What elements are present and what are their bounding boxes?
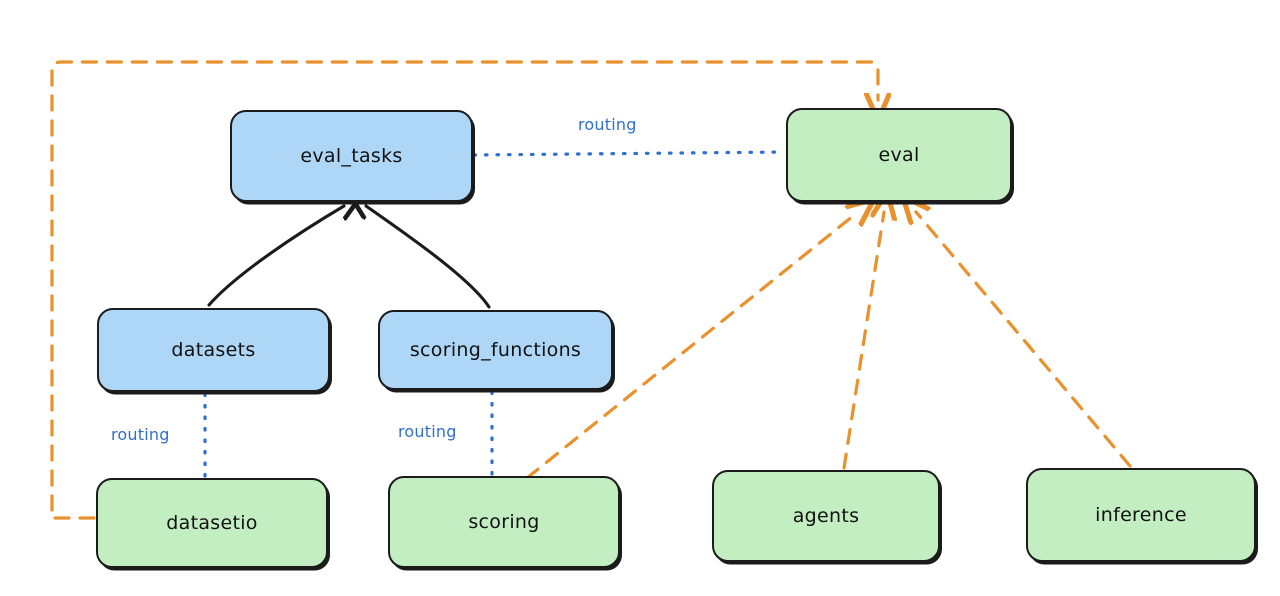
node-label-inference: inference bbox=[1095, 503, 1187, 526]
edge-inference-to-eval-dependency bbox=[916, 212, 1132, 468]
node-label-agents: agents bbox=[792, 504, 860, 527]
edge-label-routing-scoring-functions-scoring: routing bbox=[398, 422, 457, 441]
node-eval[interactable]: eval bbox=[786, 108, 1012, 202]
edge-label-routing-datasets-datasetio: routing bbox=[111, 425, 170, 444]
node-inference[interactable]: inference bbox=[1026, 468, 1256, 562]
edge-scoring-functions-to-eval-tasks bbox=[366, 206, 491, 309]
node-scoring[interactable]: scoring bbox=[388, 476, 620, 568]
node-label-eval: eval bbox=[878, 143, 920, 166]
edge-label-routing-eval-tasks-eval: routing bbox=[578, 115, 637, 134]
node-eval-tasks[interactable]: eval_tasks bbox=[230, 110, 473, 202]
node-scoring-functions[interactable]: scoring_functions bbox=[378, 310, 613, 390]
node-datasetio[interactable]: datasetio bbox=[96, 478, 328, 568]
node-label-scoring: scoring bbox=[468, 510, 540, 533]
node-label-datasets: datasets bbox=[171, 338, 256, 361]
node-label-scoring-functions: scoring_functions bbox=[409, 338, 582, 361]
edge-agents-to-eval-dependency bbox=[842, 212, 884, 470]
edge-datasets-to-eval-tasks bbox=[207, 206, 344, 307]
node-label-datasetio: datasetio bbox=[166, 511, 258, 534]
node-label-eval-tasks: eval_tasks bbox=[300, 144, 403, 167]
edge-eval-tasks-to-eval-routing bbox=[472, 150, 786, 157]
node-datasets[interactable]: datasets bbox=[97, 308, 330, 392]
node-agents[interactable]: agents bbox=[712, 470, 940, 562]
